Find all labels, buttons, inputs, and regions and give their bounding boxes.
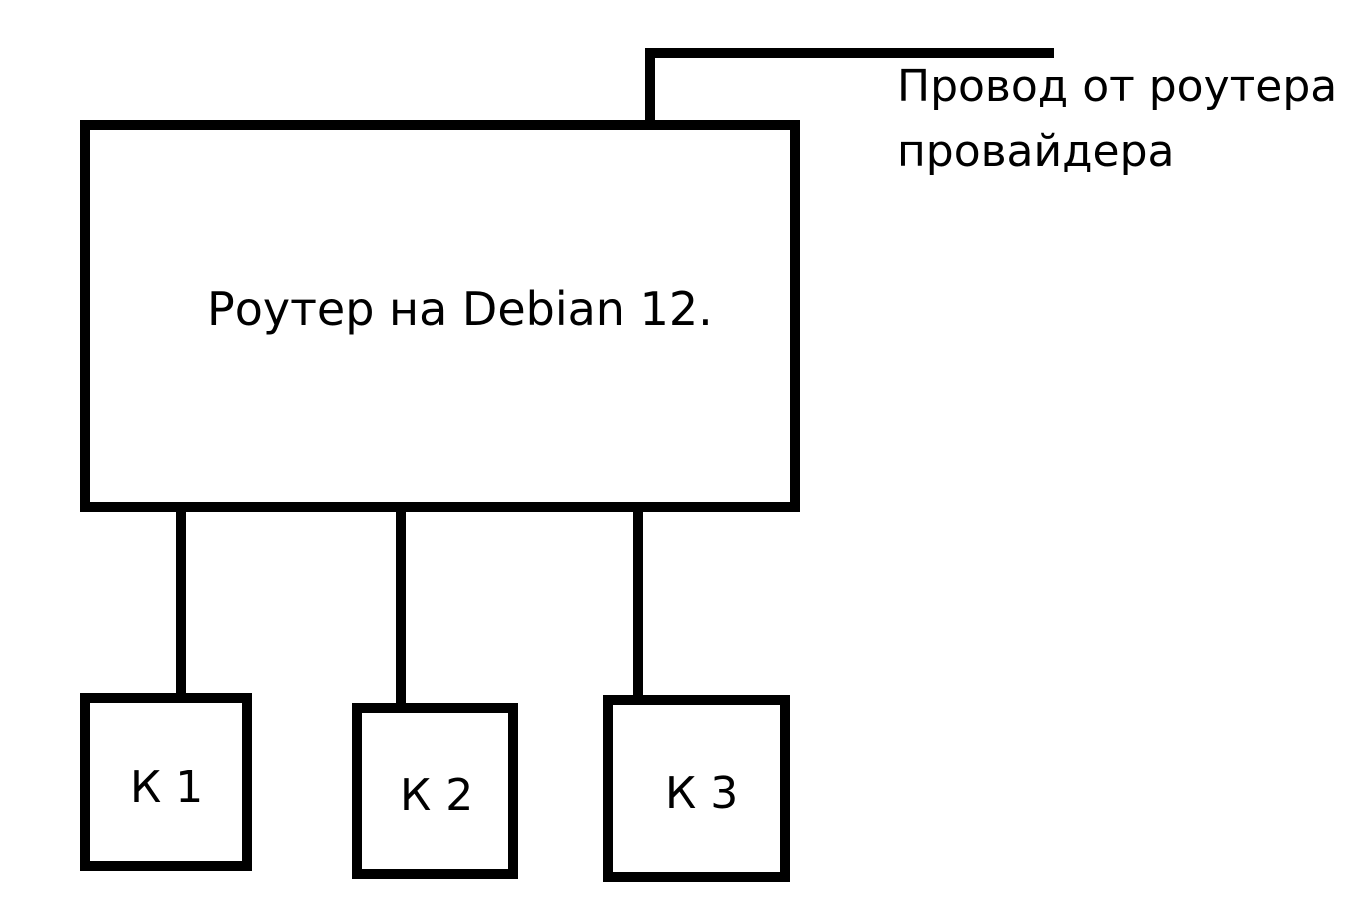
computer-box-k2 — [352, 703, 518, 879]
router-box — [80, 120, 800, 512]
computer-box-k1 — [80, 693, 252, 871]
computer-label-k1: К 1 — [130, 762, 203, 813]
uplink-label-line1: Провод от роутера — [897, 61, 1337, 112]
computer-label-k3: К 3 — [665, 768, 738, 819]
computer-box-k3 — [603, 695, 790, 882]
computer-label-k2: К 2 — [400, 770, 473, 821]
uplink-label-line2: провайдера — [897, 126, 1175, 177]
uplink-wire — [645, 48, 1054, 124]
router-label: Роутер на Debian 12. — [207, 282, 713, 336]
